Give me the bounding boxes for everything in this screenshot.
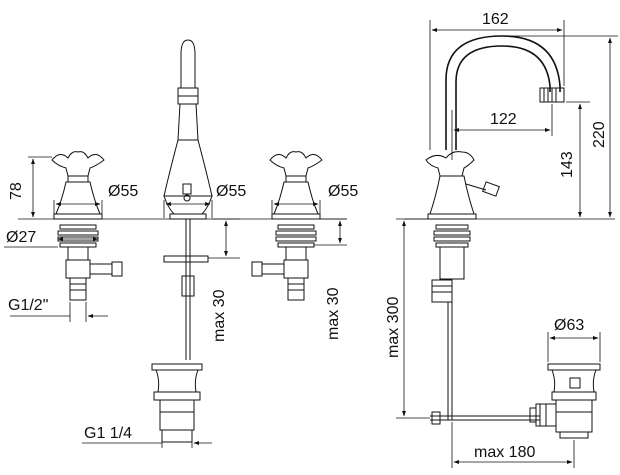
dim-g114-label: G1 1/4	[84, 425, 132, 442]
dim-max180: max 180	[451, 422, 575, 468]
dim-122: 122	[451, 104, 553, 160]
drain-front	[151, 363, 203, 443]
spout-side	[425, 35, 565, 425]
dim-g114: G1 1/4	[82, 425, 212, 448]
dim-78-label: 78	[8, 182, 25, 200]
drain-side	[529, 363, 601, 439]
dim-max300-label: max 300	[385, 297, 402, 358]
dim-d63-label: Ø63	[554, 317, 584, 334]
dim-max30-right-label: max 30	[325, 287, 342, 340]
dim-max30-center: max 30	[208, 218, 240, 342]
dim-d55-right-label: Ø55	[328, 183, 358, 200]
dim-220: 220	[502, 35, 618, 218]
dim-143-label: 143	[559, 151, 576, 178]
dim-d27: Ø27	[4, 229, 99, 248]
dim-max30-center-label: max 30	[211, 289, 228, 342]
dim-max30-right: max 30	[314, 218, 347, 340]
dim-d55-right: Ø55	[271, 183, 358, 218]
dim-162-label: 162	[482, 11, 509, 28]
dim-78: 78	[8, 156, 52, 218]
dim-g12-label: G1/2"	[8, 297, 48, 314]
dim-d55-left: Ø55	[53, 183, 138, 218]
left-handle	[51, 151, 123, 301]
dim-d27-label: Ø27	[6, 229, 36, 246]
dim-d55-spout: Ø55	[163, 183, 246, 218]
dim-162: 162	[429, 11, 565, 150]
dim-max180-label: max 180	[474, 444, 535, 461]
dim-220-label: 220	[591, 121, 608, 148]
dim-d55-left-label: Ø55	[108, 183, 138, 200]
dim-g12: G1/2"	[8, 297, 108, 322]
dim-122-label: 122	[490, 111, 517, 128]
dim-d63: Ø63	[547, 317, 601, 362]
dim-143: 143	[559, 101, 590, 218]
dim-max300: max 300	[385, 218, 430, 419]
right-handle	[251, 151, 323, 301]
dim-d55-spout-label: Ø55	[216, 183, 246, 200]
spout-front	[163, 39, 213, 360]
